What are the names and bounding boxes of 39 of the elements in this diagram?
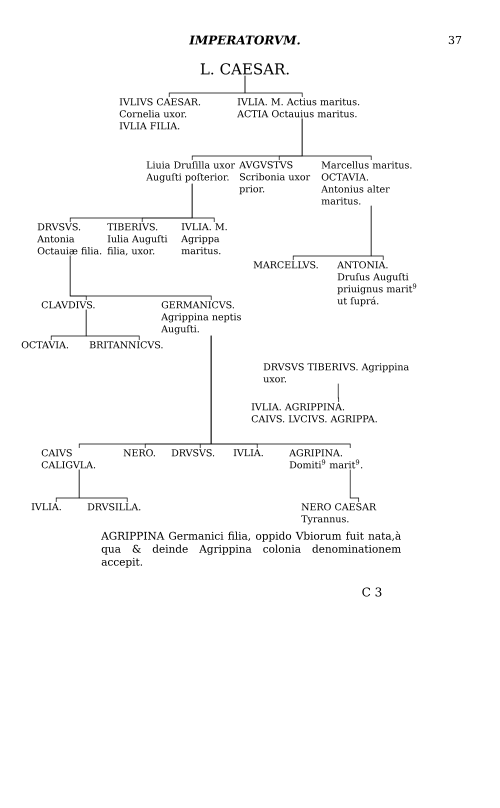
bracket-line (244, 75, 303, 98)
person-entry: Marcellus maritus. OCTAVIA. Antonius alter maritus. (321, 161, 412, 205)
person-entry: IVLIA. (234, 449, 263, 456)
person-entry: OCTAVIA. (22, 341, 68, 348)
running-head: IMPERATORVM. (189, 35, 300, 45)
caption-text: AGRIPPINA Germanici filia, oppido Vbiorum fuit nata,à qua & deinde Agrippina colonia denominationem accepit. (101, 531, 401, 568)
bracket-line (78, 469, 128, 502)
bracket-line (86, 309, 140, 340)
person-entry: IVLIA. M. Actius maritus. ACTIA Octauius maritus. (237, 98, 360, 118)
signature-mark: C 3 (362, 587, 382, 597)
person-entry: MARCELLVS. (254, 261, 318, 268)
person-entry: IVLIVS CAESAR. Cornelia uxor. IVLIA FILIA. (120, 98, 200, 130)
bracket-line (210, 335, 351, 448)
person-entry: ANTONIA. Druſus Auguſti priuignus marit$^{9}$ ut ſuprá. (337, 261, 416, 306)
person-entry: IVLIA. (32, 503, 61, 510)
bracket-line (192, 183, 215, 222)
bracket-line (338, 383, 340, 402)
person-entry: DRVSVS TIBERIVS. Agrippina uxor. (263, 363, 409, 382)
person-entry: NERO. (124, 449, 155, 456)
person-entry: BRITANNICVS. (90, 341, 163, 348)
bracket-line (70, 255, 212, 300)
person-entry: DRVSVS. Antonia Octauiæ filia. (37, 223, 102, 254)
person-entry: CAIVS CALIGVLA. (42, 449, 96, 468)
page-number: 37 (448, 36, 462, 44)
person-entry: GERMANICVS. Agrippina neptis Auguſti. (161, 301, 241, 334)
person-entry: TIBERIVS. Iulia Auguſti filia, uxor. (107, 223, 168, 256)
person-entry: DRVSVS. (172, 449, 214, 456)
person-entry: DRVSILLA. (88, 503, 140, 510)
person-entry: Liuia Druſilla uxor Auguſti poſterior. (146, 161, 235, 183)
person-entry: IVLIA. M. Agrippa maritus. (181, 223, 227, 254)
bracket-line (370, 205, 384, 260)
person-entry: NERO CAESAR Tyrannus. (301, 503, 376, 524)
bracket-line (302, 118, 372, 160)
person-entry: AGRIPINA. Domiti$^{9}$ marit$^{9}$. (289, 449, 362, 468)
person-entry: AVGVSTVS Scribonia uxor prior. (239, 161, 310, 194)
person-entry: CLAVDIVS. (42, 301, 95, 308)
bracket-line (350, 469, 360, 502)
person-entry: IVLIA. AGRIPPINA. CAIVS. LVCIVS. AGRIPPA. (252, 403, 377, 422)
person-entry: L. CAESAR. (200, 63, 289, 75)
